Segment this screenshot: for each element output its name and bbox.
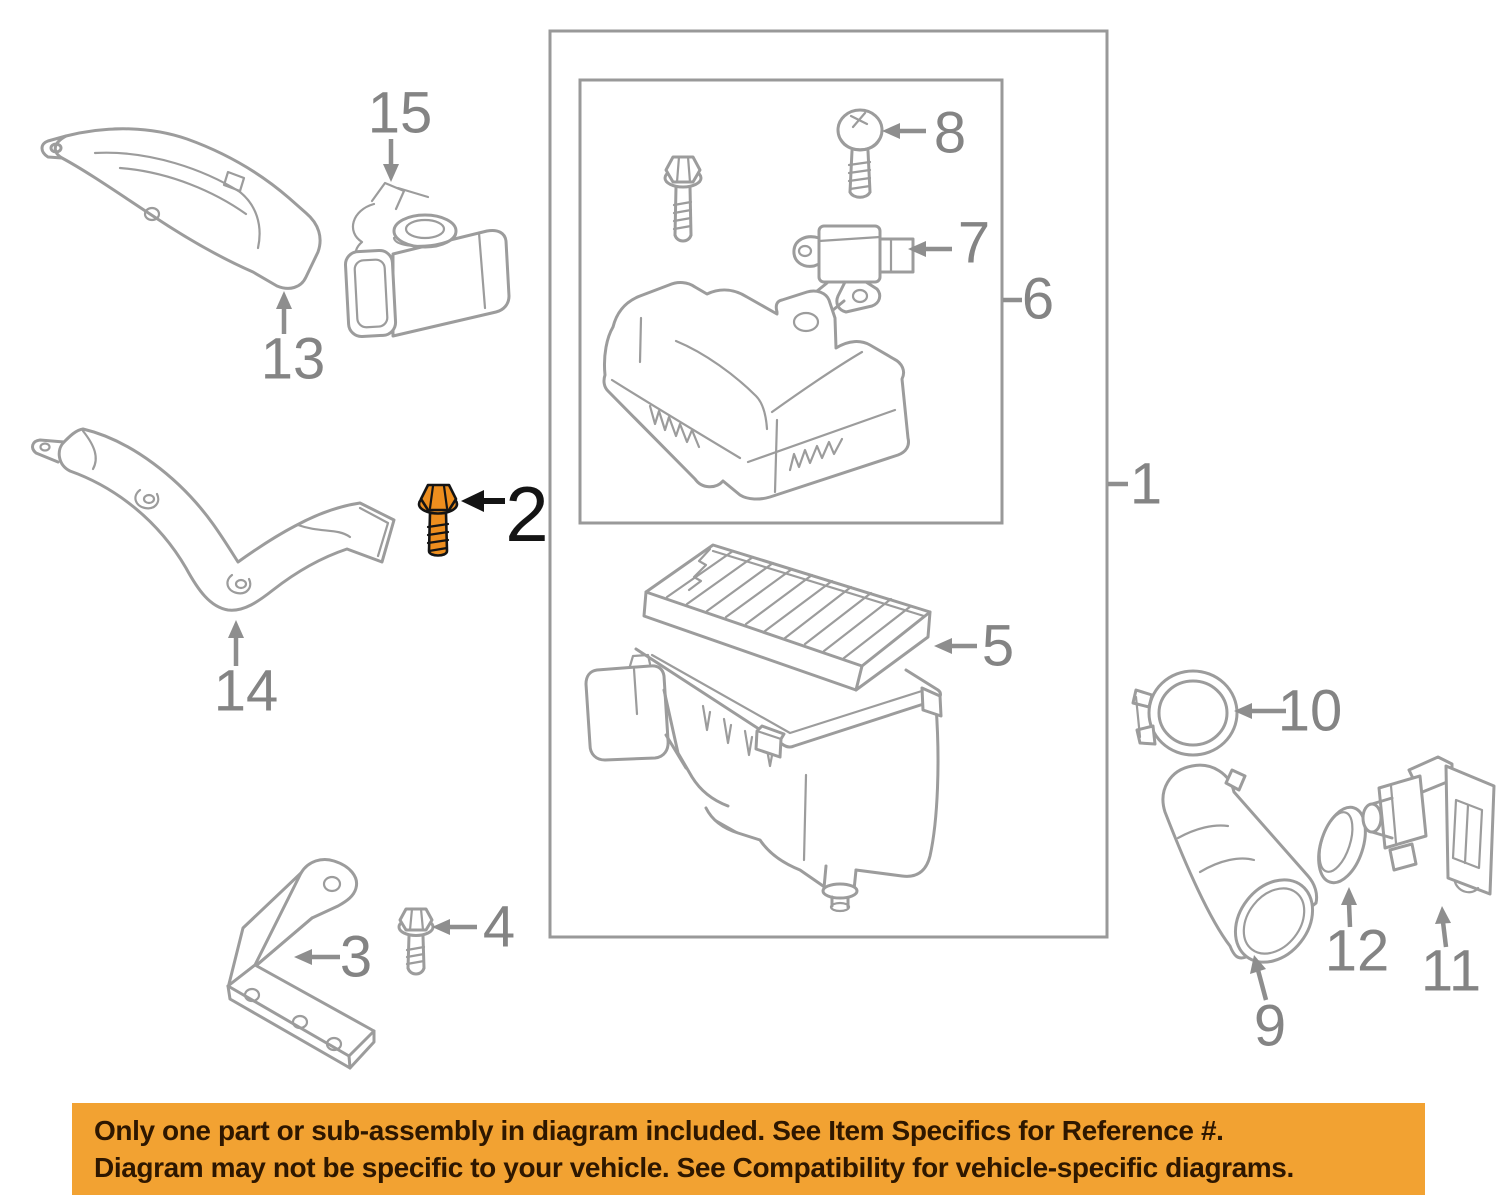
part-11-bracket bbox=[1361, 755, 1496, 896]
part-5-air-filter bbox=[642, 543, 932, 692]
part-3-bracket bbox=[226, 858, 376, 1070]
disclaimer-line-1: Only one part or sub-assembly in diagram… bbox=[94, 1115, 1224, 1146]
part-14-air-duct bbox=[31, 427, 396, 612]
bolt-in-box-6 bbox=[663, 155, 703, 243]
part-12-gasket bbox=[1317, 805, 1367, 885]
part-label-1: 1 bbox=[1130, 452, 1162, 517]
part-label-8: 8 bbox=[934, 101, 966, 166]
part-label-14: 14 bbox=[214, 659, 279, 724]
part-label-15: 15 bbox=[368, 81, 433, 146]
part-15-resonator bbox=[343, 181, 511, 338]
part-2-bolt-highlighted bbox=[417, 483, 459, 557]
part-label-7: 7 bbox=[958, 211, 990, 276]
part-9-air-hose bbox=[1161, 763, 1319, 964]
part-13-air-inlet-duct bbox=[40, 127, 322, 290]
assembly-box-6 bbox=[578, 78, 1004, 525]
air-cleaner-housing bbox=[584, 647, 943, 913]
callout-arrows bbox=[228, 123, 1451, 1001]
part-label-5: 5 bbox=[982, 614, 1014, 679]
part-label-6: 6 bbox=[1022, 267, 1054, 332]
part-label-4: 4 bbox=[483, 895, 515, 960]
callout-arrow-2 bbox=[461, 490, 505, 512]
part-10-hose-clamp bbox=[1131, 669, 1239, 757]
part-label-9: 9 bbox=[1254, 994, 1286, 1059]
part-label-2: 2 bbox=[505, 470, 548, 558]
disclaimer-banner: Only one part or sub-assembly in diagram… bbox=[72, 1103, 1425, 1195]
disclaimer-line-2: Diagram may not be specific to your vehi… bbox=[94, 1152, 1294, 1183]
part-label-10: 10 bbox=[1278, 679, 1343, 744]
part-8-screw bbox=[836, 108, 884, 199]
part-4-bolt bbox=[397, 907, 435, 976]
part-label-12: 12 bbox=[1325, 919, 1390, 984]
assembly-box-1 bbox=[548, 29, 1109, 939]
part-label-11: 11 bbox=[1421, 939, 1481, 1004]
air-cleaner-cover bbox=[602, 281, 910, 501]
part-label-13: 13 bbox=[261, 327, 326, 392]
part-label-3: 3 bbox=[340, 925, 372, 990]
